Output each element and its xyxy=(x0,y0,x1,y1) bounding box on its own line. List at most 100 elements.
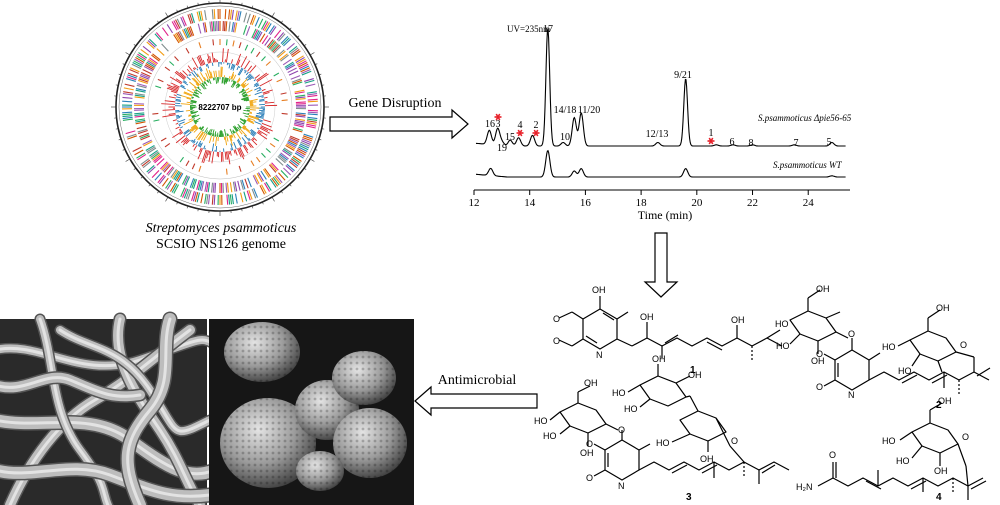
peak-label-5: 5 xyxy=(827,137,832,148)
compound-4-structure: O H₂N OH HO HO OH O 4 xyxy=(796,396,987,503)
compound-2-structure: OH HO HO OH O O O N OH HO HO O 2 xyxy=(775,284,991,411)
peak-label-2: 2 xyxy=(534,120,539,131)
red-asterisk xyxy=(532,129,540,137)
genome-caption-species: Streptomyces psammoticus xyxy=(146,221,297,236)
trace-wild-type xyxy=(476,149,846,178)
new-compound-markers xyxy=(494,113,715,145)
peak-label-3: 3 xyxy=(496,119,501,130)
x-tick-label: 18 xyxy=(636,197,648,209)
c4-amide-o: O xyxy=(829,450,836,460)
compound-4-number: 4 xyxy=(936,492,942,503)
down-arrow xyxy=(643,232,679,298)
compound-3-number: 3 xyxy=(686,492,692,503)
c4-sugar-ho1: HO xyxy=(882,436,896,446)
sem-micrograph-hyphae xyxy=(0,311,223,505)
c3-sugarB-ho1: HO xyxy=(656,438,670,448)
genome-gc-skew xyxy=(180,66,260,146)
c3-methoxy-o1: O xyxy=(586,439,593,449)
peak-label-9-21: 9/21 xyxy=(674,70,692,81)
c4-amide-n: H₂N xyxy=(796,482,813,492)
c2-sugarA-oh1: OH xyxy=(816,284,830,294)
c3-sugarB-oh1: OH xyxy=(700,454,714,464)
c1-methoxy-o2: O xyxy=(553,336,560,346)
peak-label-15: 15 xyxy=(505,132,515,143)
c3-sugarC-oh1: OH xyxy=(652,354,666,364)
uv-wavelength-label: UV=235nm xyxy=(507,24,550,34)
genome-rna-ring xyxy=(152,39,288,175)
genome-circle-map: 8222707 bp xyxy=(111,0,329,216)
red-asterisk xyxy=(494,113,502,121)
peak-label-12-13: 12/13 xyxy=(646,129,669,140)
peak-label-1: 1 xyxy=(709,128,714,139)
genome-ticks xyxy=(111,0,329,216)
c3-sugarA-ho1: HO xyxy=(534,416,548,426)
c4-sugar-oh1: OH xyxy=(938,396,952,406)
peak-label-7: 7 xyxy=(794,138,799,149)
x-axis-title: Time (min) xyxy=(638,208,693,222)
x-tick-label: 20 xyxy=(691,197,703,209)
c3-sugarC-ho2: HO xyxy=(624,404,638,414)
c3-sugarC-ho1: HO xyxy=(612,388,626,398)
c2-sugarB-ho2: HO xyxy=(898,366,912,376)
x-tick-label: 22 xyxy=(747,197,758,209)
peak-label-10: 10 xyxy=(560,132,570,143)
c4-ring-o: O xyxy=(962,432,969,442)
c2-methoxy-o2: O xyxy=(816,382,823,392)
c4-sugar-ho2: HO xyxy=(896,456,910,466)
peak-label-17: 17 xyxy=(543,24,553,35)
c2-sugarB-oh1: OH xyxy=(936,303,950,313)
c3-methoxy-o2: O xyxy=(586,473,593,483)
antimicrobial-label: Antimicrobial xyxy=(438,373,517,388)
x-axis-ticks: 12 14 16 18 20 22 24 xyxy=(469,190,815,209)
genome-caption-strain: SCSIO NS126 genome xyxy=(156,237,286,252)
x-tick-label: 12 xyxy=(469,197,480,209)
c2-sugarA-ho1: HO xyxy=(775,319,789,329)
genome-cds-ring-inner xyxy=(134,21,306,193)
c3-sugarA-oh1: OH xyxy=(584,378,598,388)
peak-label-6: 6 xyxy=(730,137,735,148)
c2-methoxy-o1: O xyxy=(816,349,823,359)
c3-glycosidic-o: O xyxy=(618,425,625,435)
genome-cds-ring-outer xyxy=(122,9,318,205)
trace-mutant xyxy=(475,28,846,147)
gene-disruption-arrow: Gene Disruption xyxy=(329,96,469,140)
c1-oh-pyridinol: OH xyxy=(592,285,606,295)
compound-2-number: 2 xyxy=(936,400,942,411)
compound-1-structure: OH O O N OH OH 1 xyxy=(553,285,783,376)
c3-sugarA-oh2: OH xyxy=(580,448,594,458)
c1-oh-chain2: OH xyxy=(731,315,745,325)
c2-sugarB-ho1: HO xyxy=(882,342,896,352)
trace-mutant-label: S.psammoticus Δpie56-65 xyxy=(758,113,852,123)
trace-wild-type-label: S.psammoticus WT xyxy=(773,160,842,170)
peak-label-11-20: 11/20 xyxy=(578,105,600,116)
c1-oh-chain1: OH xyxy=(640,312,654,322)
c2-sugarA-oh2: OH xyxy=(811,356,825,366)
genome-gc-content xyxy=(161,48,278,165)
c2-pyridine-n: N xyxy=(848,390,855,400)
peak-label-14-18: 14/18 xyxy=(554,105,577,116)
peak-label-19: 19 xyxy=(497,143,507,154)
x-tick-label: 24 xyxy=(803,197,815,209)
sem-micrograph-spores xyxy=(209,319,414,505)
c3-pyridine-n: N xyxy=(618,481,625,491)
compound-1-number: 1 xyxy=(690,365,696,376)
antimicrobial-arrow: Antimicrobial xyxy=(414,373,538,417)
red-asterisk xyxy=(707,137,715,145)
c2-ring-o: O xyxy=(960,340,967,350)
c3-sugarA-ho2: HO xyxy=(543,431,557,441)
compound-3-structure: OH HO HO OH O O O N OH OH HO HO HO OH O … xyxy=(534,354,790,503)
x-tick-label: 16 xyxy=(580,197,592,209)
c3-sugarC-oh2: OH xyxy=(688,370,702,380)
c1-methoxy-o1: O xyxy=(553,314,560,324)
x-tick-label: 14 xyxy=(524,197,536,209)
peak-label-16: 16 xyxy=(485,119,495,130)
c2-glycosidic-o: O xyxy=(848,329,855,339)
c3-ring-o: O xyxy=(731,436,738,446)
c2-sugarA-ho2: HO xyxy=(776,341,790,351)
peak-label-4: 4 xyxy=(518,120,523,131)
c1-pyridine-n: N xyxy=(596,350,603,360)
genome-size-label: 8222707 bp xyxy=(198,103,241,112)
red-asterisk xyxy=(516,129,524,137)
